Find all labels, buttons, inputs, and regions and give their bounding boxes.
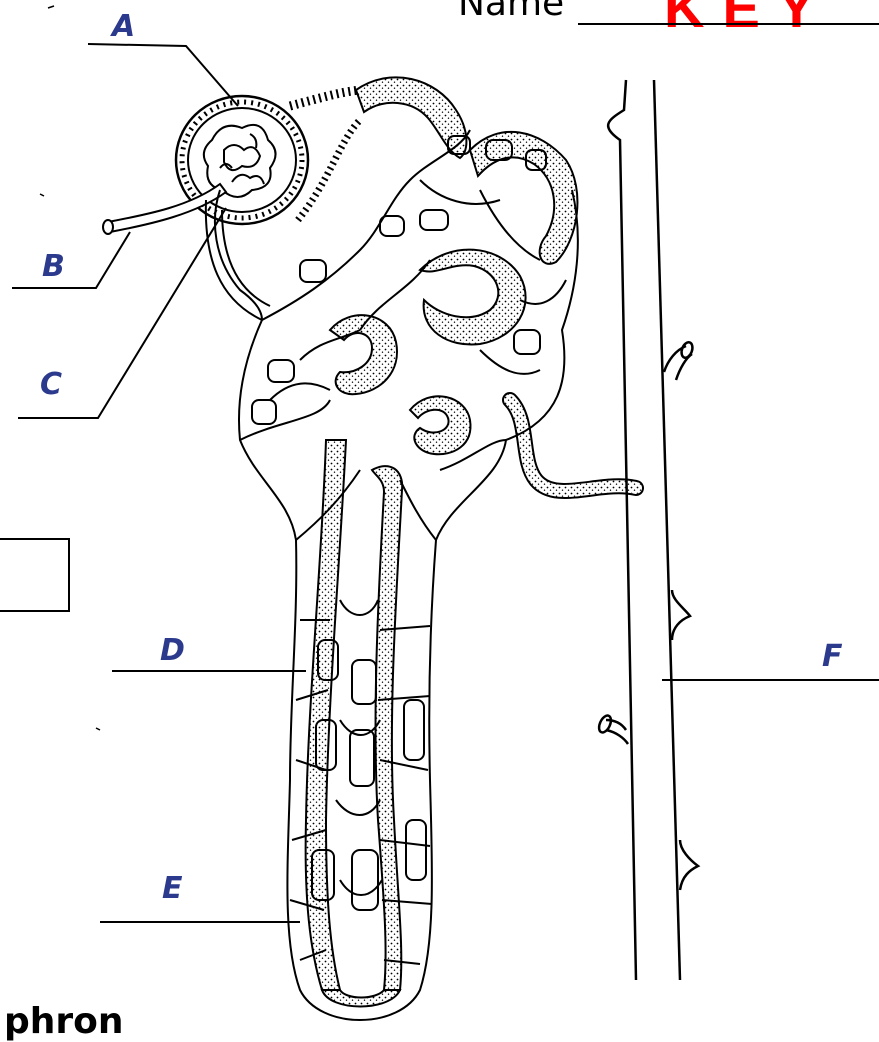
label-c: C bbox=[40, 370, 62, 400]
proximal-neck-beads bbox=[290, 90, 360, 106]
afferent-arteriole bbox=[103, 184, 226, 234]
leader-line-b bbox=[12, 232, 130, 288]
answer-box bbox=[0, 538, 70, 612]
label-e: E bbox=[162, 874, 183, 904]
glomerulus bbox=[204, 125, 276, 197]
label-d: D bbox=[160, 636, 185, 666]
proximal-convoluted-tubule bbox=[330, 77, 577, 454]
diagram-caption: phron bbox=[4, 1004, 124, 1040]
loop-of-henle bbox=[306, 440, 403, 1007]
label-f: F bbox=[822, 642, 843, 672]
leader-line-a bbox=[88, 44, 238, 106]
label-b: B bbox=[42, 252, 65, 282]
distal-tubule bbox=[510, 400, 636, 491]
collecting-duct bbox=[597, 80, 698, 980]
label-a: A bbox=[112, 12, 135, 42]
